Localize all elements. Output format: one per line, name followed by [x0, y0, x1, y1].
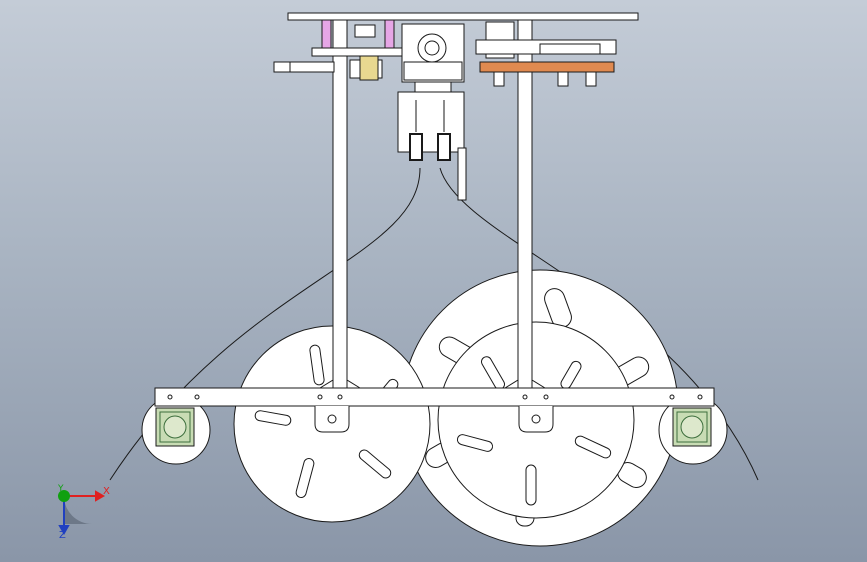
- wheel-slot: [525, 464, 537, 506]
- gripper-body: [397, 91, 465, 153]
- wheel-slot: [295, 458, 315, 498]
- wheel-slot: [254, 410, 292, 426]
- pink-post-right: [384, 19, 395, 51]
- triad-shadow: [64, 496, 92, 524]
- x-axis-label: X: [103, 486, 110, 497]
- cylinder-left: [273, 61, 335, 73]
- wheel-slot: [309, 344, 325, 386]
- gripper-jaw-right: [437, 133, 451, 161]
- orange-strip: [479, 61, 615, 73]
- wheel-slot: [456, 434, 494, 452]
- y-axis-label: Y: [58, 484, 64, 494]
- side-pulley-left: [141, 395, 211, 465]
- side-pulley-right: [658, 395, 728, 465]
- column-right: [517, 17, 533, 389]
- wheel-slot: [358, 449, 392, 479]
- gripper-jaw-left: [409, 133, 423, 161]
- y-axis-dot: [58, 490, 70, 502]
- wheel-slot: [574, 435, 612, 459]
- top-mechanism: [273, 12, 639, 201]
- pink-post-left: [321, 19, 332, 51]
- column-left: [332, 17, 348, 389]
- orientation-triad: [58, 490, 106, 536]
- z-axis-label: Z: [59, 530, 66, 541]
- top-plate: [287, 12, 639, 21]
- crossbar: [154, 387, 715, 433]
